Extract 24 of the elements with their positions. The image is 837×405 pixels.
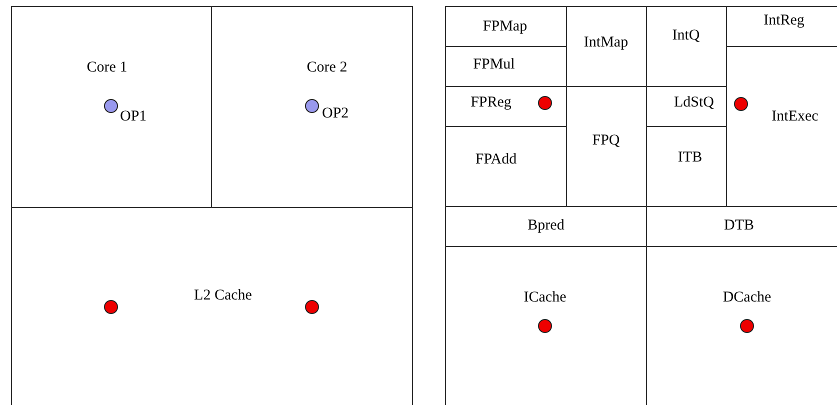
operating-point-label: OP2 [322,106,349,122]
block-label: FPQ [592,134,620,148]
block-label: LdStQ [674,96,714,110]
block-label: DTB [724,218,754,234]
block-label: IntExec [772,110,818,124]
block-label: ICache [524,290,566,306]
block-label: FPMap [482,20,528,34]
block-label: Bpred [528,218,564,234]
block-label: L2 Cache [194,288,252,304]
floorplan-block [11,207,413,405]
block-label: FPReg [470,96,512,110]
floorplan-block [211,6,413,208]
block-label: ITB [678,150,702,166]
block-label: IntQ [672,28,700,44]
block-label: IntReg [764,14,804,28]
block-label: FPAdd [475,152,517,168]
block-label: IntMap [584,36,628,50]
block-label: Core 2 [306,60,348,76]
floorplan-block [11,6,212,208]
block-label: FPMul [473,58,515,72]
floorplan-block [445,6,567,47]
operating-point-label: OP1 [120,110,147,124]
block-label: Core 1 [86,60,128,76]
block-label: DCache [722,290,772,306]
